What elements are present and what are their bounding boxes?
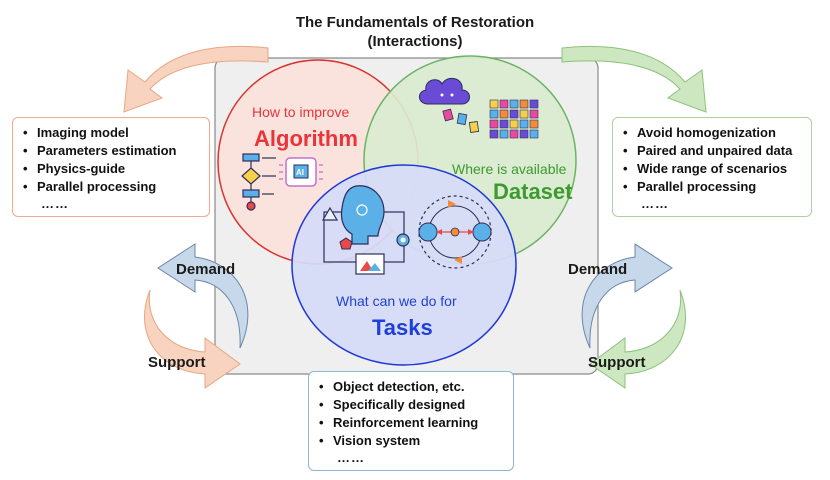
ai-chip-icon: AI [279, 157, 323, 187]
title-line-2: (Interactions) [367, 33, 463, 50]
left-support-arrow [144, 289, 241, 389]
svg-text:AI: AI [296, 168, 304, 177]
list-item: •Avoid homogenization [623, 125, 776, 140]
list-item: •Object detection, etc. [319, 379, 465, 394]
tasks-points-box: •Object detection, etc. •Specifically de… [308, 371, 514, 471]
list-item: •Reinforcement learning [319, 415, 479, 430]
list-item: •Parallel processing [23, 179, 157, 194]
dataset-points-box: •Avoid homogenization •Paired and unpair… [612, 117, 812, 217]
algorithm-heading: Algorithm [254, 126, 358, 151]
ai-head-icon [321, 185, 410, 275]
top-right-curved-arrow [561, 45, 707, 113]
list-item: •Paired and unpaired data [623, 143, 793, 158]
tasks-heading: Tasks [372, 315, 433, 340]
right-support-arrow [589, 289, 686, 389]
ellipsis: …… [641, 196, 669, 211]
list-item: •Physics-guide [23, 161, 126, 176]
title-line-1: The Fundamentals of Restoration [295, 14, 535, 31]
list-item: •Vision system [319, 433, 421, 448]
list-item: •Parameters estimation [23, 143, 177, 158]
top-left-curved-arrow [123, 45, 269, 113]
list-item: •Imaging model [23, 125, 129, 140]
algorithm-caption: How to improve [252, 104, 349, 120]
left-demand-arrow [157, 243, 249, 349]
cloud-data-icon [419, 77, 480, 133]
cycle-diagram-icon [418, 195, 492, 269]
tasks-caption: What can we do for [336, 293, 457, 309]
demand-label-left: Demand [176, 261, 236, 278]
flowchart-icon [241, 153, 276, 211]
diagram-title: The Fundamentals of Restoration (Interac… [0, 13, 830, 51]
algorithm-points-box: •Imaging model •Parameters estimation •P… [12, 117, 210, 217]
list-item: •Wide range of scenarios [623, 161, 788, 176]
ellipsis: …… [41, 196, 69, 211]
demand-label-right: Demand [568, 261, 628, 278]
support-label-right: Support [588, 354, 646, 371]
right-demand-arrow [581, 243, 673, 349]
list-item: •Specifically designed [319, 397, 466, 412]
ellipsis: …… [337, 450, 365, 465]
list-item: •Parallel processing [623, 179, 757, 194]
dataset-heading: Dataset [493, 179, 573, 204]
support-label-left: Support [148, 354, 206, 371]
dataset-caption: Where is available [452, 161, 567, 177]
data-grid-icon [489, 99, 539, 139]
